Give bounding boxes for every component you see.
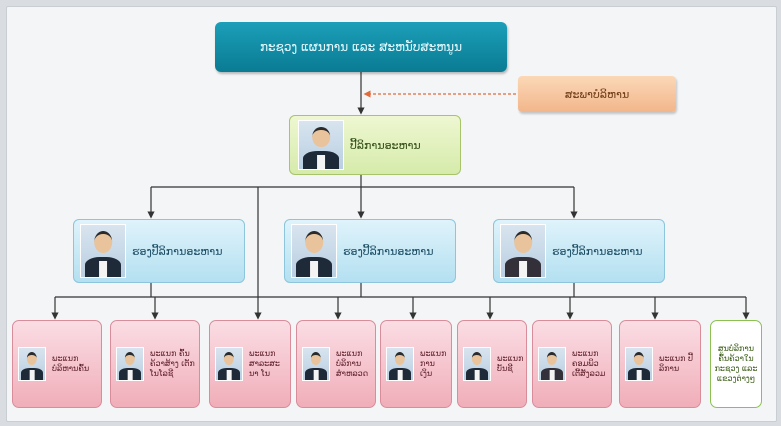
director-photo (298, 120, 344, 170)
department-node: ພະແນກ ບໍລິຫານຄົ້ນ (12, 320, 102, 408)
department-photo (538, 347, 566, 381)
department-label: ພະແນກ ສາລະສະ ນາ ໂນ (249, 349, 280, 378)
deputy-photo (291, 224, 337, 278)
org-chart: ກະຊວງ ແຜນການ ແລະ ສະຫນັບສະຫນູນ ສະພາບໍລິຫາ… (6, 6, 777, 422)
department-node: ພະແນກ ສາລະສະ ນາ ໂນ (209, 320, 291, 408)
department-photo (116, 347, 144, 381)
department-node: ພະແນກ ການເງິນ (380, 320, 452, 408)
director-label: ປີ້ລິການອະຫານ (350, 138, 421, 152)
top-ministry-node: ກະຊວງ ແຜນການ ແລະ ສະຫນັບສະຫນູນ (215, 22, 507, 72)
department-photo (302, 347, 330, 381)
department-photo (18, 347, 46, 381)
deputy-node: ຮອງປີ້ລິການອະຫານ (284, 219, 456, 283)
department-node: ພະແນກ ຄົ້ນຄ້ວາສ້າງ ເຕັກໂນໂລຊີ (110, 320, 200, 408)
service-center-node: ສູນບໍລິການ ຄົ້ນຄ້ວາໃນ ກະຊວງ ແລະ ແຂວງຕ່າງ… (710, 320, 762, 408)
department-label: ພະແນກ ຄົ້ນຄ້ວາສ້າງ ເຕັກໂນໂລຊີ (150, 349, 195, 378)
deputy-photo (80, 224, 126, 278)
department-label: ພະແນກ ປີ້ລິການ (659, 354, 693, 373)
department-node: ພະແນກ ບໍລິການ ສຳຫລວດ (296, 320, 376, 408)
top-ministry-label: ກະຊວງ ແຜນການ ແລະ ສະຫນັບສະຫນູນ (260, 40, 462, 54)
deputy-node: ຮອງປີ້ລິການອະຫານ (493, 219, 665, 283)
advisory-board-label: ສະພາບໍລິຫານ (564, 87, 630, 101)
department-photo (386, 347, 414, 381)
department-node: ພະແນກ ປີ້ລິການ (619, 320, 701, 408)
deputy-label: ຮອງປີ້ລິການອະຫານ (552, 244, 643, 258)
service-center-label: ສູນບໍລິການ ຄົ້ນຄ້ວາໃນ ກະຊວງ ແລະ ແຂວງຕ່າງ… (714, 344, 758, 383)
advisory-board-node: ສະພາບໍລິຫານ (518, 76, 676, 112)
deputy-photo (500, 224, 546, 278)
connector-lines (51, 72, 750, 320)
deputy-node: ຮອງປີ້ລິການອະຫານ (73, 219, 245, 283)
department-node: ພະແນກ ຄອມພິວ ເຕີ້ສັງລວມ (532, 320, 612, 408)
department-label: ພະແນກ ບໍລິການ ສຳຫລວດ (336, 349, 369, 378)
department-node: ພະແນກ ບັນຊີ (457, 320, 527, 408)
department-photo (215, 347, 243, 381)
department-photo (463, 347, 491, 381)
department-label: ພະແນກ ຄອມພິວ ເຕີ້ສັງລວມ (572, 349, 606, 378)
department-label: ພະແນກ ການເງິນ (420, 349, 447, 378)
director-node: ປີ້ລິການອະຫານ (289, 115, 461, 175)
department-label: ພະແນກ ບໍລິຫານຄົ້ນ (52, 354, 90, 373)
department-photo (625, 347, 653, 381)
deputy-label: ຮອງປີ້ລິການອະຫານ (343, 244, 434, 258)
deputy-label: ຮອງປີ້ລິການອະຫານ (132, 244, 223, 258)
department-label: ພະແນກ ບັນຊີ (497, 354, 524, 373)
